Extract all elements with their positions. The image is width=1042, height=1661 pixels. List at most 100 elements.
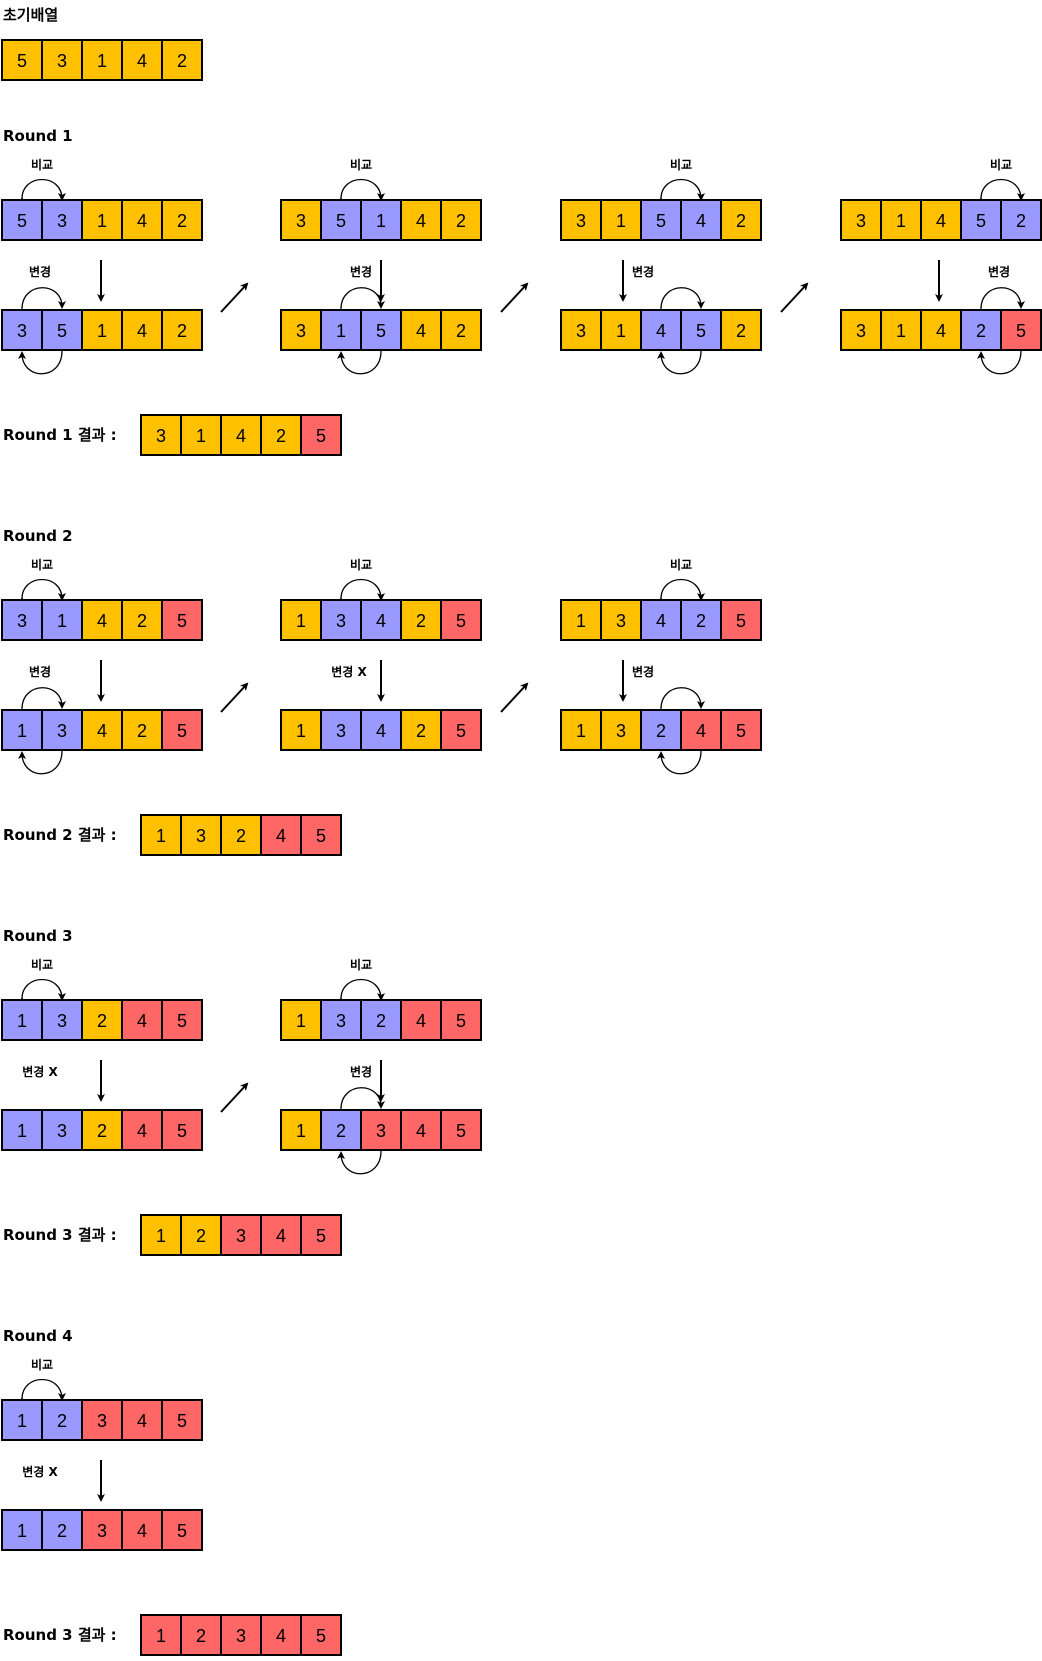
cell-value: 4 bbox=[656, 321, 666, 341]
array-cell bbox=[81, 599, 123, 641]
array-cell bbox=[720, 199, 762, 241]
cell-value: 3 bbox=[336, 1011, 346, 1031]
cell-value: 5 bbox=[17, 211, 27, 231]
array-cell bbox=[81, 1509, 123, 1551]
swap-label: 변경 bbox=[988, 264, 1010, 279]
cell-value: 5 bbox=[456, 721, 466, 741]
round-title: Round 1 bbox=[3, 127, 73, 145]
next-step-arrow bbox=[780, 282, 809, 313]
cell-value: 2 bbox=[416, 611, 426, 631]
array-cell bbox=[140, 814, 182, 856]
swap-arc-bottom bbox=[657, 350, 702, 375]
array-cell bbox=[300, 1614, 342, 1656]
cell-value: 4 bbox=[137, 1121, 147, 1141]
cell-value: 1 bbox=[57, 611, 67, 631]
round-result-label: Round 2 결과 : bbox=[3, 826, 117, 844]
cell-value: 3 bbox=[57, 51, 67, 71]
compare-label: 비교 bbox=[31, 157, 53, 172]
array-cell bbox=[640, 709, 682, 751]
cell-value: 1 bbox=[17, 1521, 27, 1541]
array-cell bbox=[440, 199, 482, 241]
array-cell bbox=[161, 309, 203, 351]
cell-value: 5 bbox=[736, 721, 746, 741]
cell-value: 1 bbox=[296, 611, 306, 631]
cell-value: 5 bbox=[177, 611, 187, 631]
array-cell bbox=[1, 599, 43, 641]
array-cell bbox=[121, 1399, 163, 1441]
array-cell bbox=[1, 39, 43, 81]
cell-value: 3 bbox=[236, 1226, 246, 1246]
array-cell bbox=[600, 709, 642, 751]
cell-value: 2 bbox=[196, 1226, 206, 1246]
array-cell bbox=[1, 309, 43, 351]
cell-value: 1 bbox=[296, 1121, 306, 1141]
cell-value: 2 bbox=[456, 211, 466, 231]
cell-value: 5 bbox=[177, 1411, 187, 1431]
cell-value: 5 bbox=[456, 611, 466, 631]
array-cell bbox=[600, 599, 642, 641]
cell-value: 4 bbox=[276, 1626, 286, 1646]
cell-value: 4 bbox=[236, 426, 246, 446]
cell-value: 4 bbox=[137, 51, 147, 71]
array-cell bbox=[320, 999, 362, 1041]
cell-value: 3 bbox=[616, 611, 626, 631]
cell-value: 2 bbox=[57, 1521, 67, 1541]
cell-value: 4 bbox=[936, 321, 946, 341]
array-cell bbox=[1000, 199, 1042, 241]
cell-value: 3 bbox=[296, 211, 306, 231]
swap-arc-bottom bbox=[337, 350, 382, 375]
cell-value: 3 bbox=[196, 826, 206, 846]
cell-value: 2 bbox=[137, 611, 147, 631]
array-cell bbox=[360, 999, 402, 1041]
cell-value: 2 bbox=[57, 1411, 67, 1431]
cell-value: 4 bbox=[97, 721, 107, 741]
swap-arc-top bbox=[21, 287, 66, 310]
initial-title: 초기배열 bbox=[3, 6, 58, 24]
swap-arc-top bbox=[340, 287, 385, 310]
round-result-label: Round 3 결과 : bbox=[3, 1626, 117, 1644]
array-cell bbox=[640, 599, 682, 641]
cell-value: 4 bbox=[416, 211, 426, 231]
swap-arc-bottom bbox=[977, 350, 1022, 375]
array-cell bbox=[880, 199, 922, 241]
cell-value: 2 bbox=[696, 611, 706, 631]
swap-label: 변경 bbox=[632, 264, 654, 279]
array-cell bbox=[81, 199, 123, 241]
swap-arc-bottom bbox=[18, 350, 63, 375]
cell-value: 1 bbox=[17, 1121, 27, 1141]
array-cell bbox=[300, 814, 342, 856]
cell-value: 1 bbox=[616, 321, 626, 341]
cell-value: 4 bbox=[416, 1121, 426, 1141]
array-cell bbox=[161, 1399, 203, 1441]
cell-value: 5 bbox=[177, 721, 187, 741]
cell-value: 5 bbox=[456, 1121, 466, 1141]
array-cell bbox=[400, 999, 442, 1041]
array-cell bbox=[300, 414, 342, 456]
array-cell bbox=[121, 599, 163, 641]
cell-value: 1 bbox=[336, 321, 346, 341]
array-cell bbox=[320, 309, 362, 351]
next-step-arrow bbox=[500, 282, 529, 313]
cell-value: 5 bbox=[336, 211, 346, 231]
cell-value: 2 bbox=[976, 321, 986, 341]
cell-value: 2 bbox=[97, 1011, 107, 1031]
cell-value: 1 bbox=[196, 426, 206, 446]
compare-label: 비교 bbox=[350, 157, 372, 172]
array-cell bbox=[1, 1109, 43, 1151]
cell-value: 3 bbox=[97, 1411, 107, 1431]
array-cell bbox=[121, 199, 163, 241]
array-cell bbox=[280, 199, 322, 241]
array-cell bbox=[440, 999, 482, 1041]
compare-label: 비교 bbox=[31, 557, 53, 572]
cell-value: 2 bbox=[736, 211, 746, 231]
cell-value: 3 bbox=[616, 721, 626, 741]
array-cell bbox=[220, 814, 262, 856]
